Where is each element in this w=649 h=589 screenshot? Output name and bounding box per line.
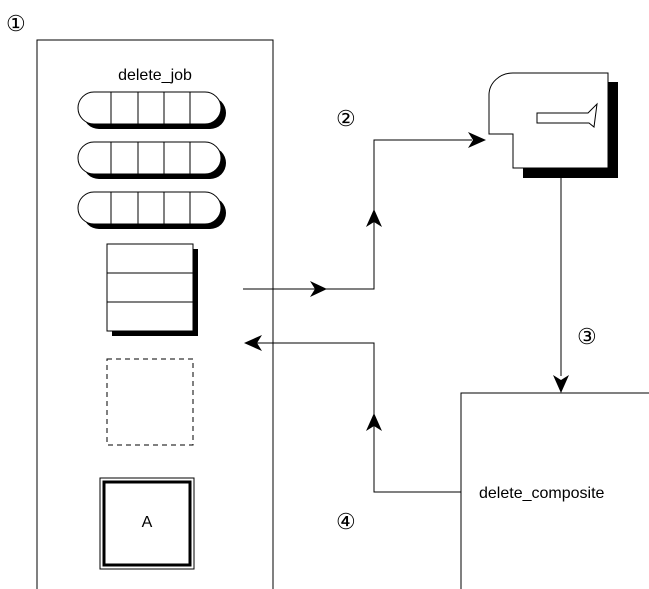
delete-composite-title: delete_composite <box>479 485 605 502</box>
mailbox-icon <box>488 72 618 178</box>
step-1-marker: ① <box>6 11 26 36</box>
queue-slot-1 <box>77 91 226 129</box>
arrowhead-right-lower <box>310 281 327 297</box>
queue-slot-3 <box>77 191 226 229</box>
arrow-to-composite <box>553 170 569 393</box>
step-4-marker: ④ <box>336 509 356 534</box>
form-block <box>106 243 198 336</box>
dashed-placeholder <box>106 358 194 446</box>
delete-composite-panel: delete_composite <box>460 392 649 589</box>
step-2-marker: ② <box>336 106 356 131</box>
arrowhead-up <box>366 209 382 227</box>
delete-job-title: delete_job <box>118 67 192 84</box>
queue-slot-2 <box>77 141 226 179</box>
arrowhead-right-upper <box>468 132 486 148</box>
delete-composite-panel-border <box>460 392 649 589</box>
arrowhead-down <box>553 375 569 393</box>
a-button[interactable]: A <box>99 477 195 570</box>
delete-job-panel-border <box>36 39 274 589</box>
a-button-label: A <box>142 514 153 531</box>
arrow-to-job <box>244 335 461 493</box>
step-3-marker: ③ <box>577 324 597 349</box>
arrow-to-mailbox <box>243 132 486 297</box>
delete-job-panel: delete_job <box>36 39 274 589</box>
arrowhead-up-lower <box>366 413 382 431</box>
arrowhead-left <box>244 335 262 351</box>
